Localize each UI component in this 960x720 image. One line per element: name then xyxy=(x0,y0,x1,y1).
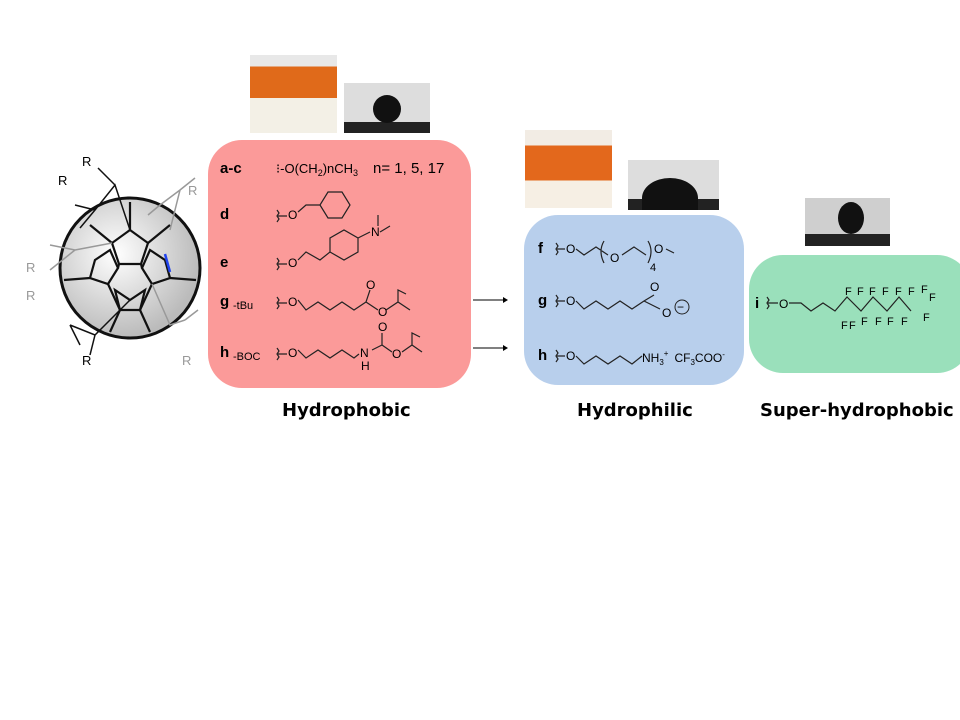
vial-photo-hydrophilic xyxy=(525,130,612,208)
compound-label: f xyxy=(538,240,544,257)
svg-text:F: F xyxy=(923,312,930,324)
r-group: R xyxy=(188,183,197,198)
contact-angle-photo-superhydrophobic xyxy=(805,198,890,246)
fullerene-structure: R R R R R R R xyxy=(26,154,202,368)
svg-text:NH3+CF3COO-: NH3+CF3COO- xyxy=(642,349,725,367)
compound-label: a-c xyxy=(220,160,242,177)
compound-label: g xyxy=(538,292,547,309)
svg-text:O: O xyxy=(378,320,387,334)
compound-label: h xyxy=(538,347,547,364)
svg-text:O: O xyxy=(288,295,297,309)
svg-text:F: F xyxy=(908,286,915,298)
contact-angle-photo-hydrophilic xyxy=(628,160,719,210)
svg-text:O: O xyxy=(566,349,575,363)
svg-text:O: O xyxy=(650,280,659,294)
svg-text:F: F xyxy=(895,286,902,298)
reaction-arrows xyxy=(473,297,508,351)
svg-text:F: F xyxy=(901,316,908,328)
svg-text:O: O xyxy=(288,256,297,270)
svg-text:F: F xyxy=(921,284,928,296)
svg-text:-tBu: -tBu xyxy=(233,300,253,312)
r-group: R xyxy=(82,353,91,368)
contact-angle-photo-hydrophobic xyxy=(344,83,430,133)
svg-text:H: H xyxy=(361,359,370,373)
hydrophobic-label: Hydrophobic xyxy=(282,400,411,421)
r-group: R xyxy=(58,173,67,188)
r-group: R xyxy=(82,154,91,169)
svg-text:F: F xyxy=(887,316,894,328)
svg-text:N: N xyxy=(371,225,380,239)
compound-label: d xyxy=(220,206,229,223)
r-group: R xyxy=(26,288,35,303)
svg-text:O: O xyxy=(566,294,575,308)
compound-label: i xyxy=(755,295,759,312)
svg-text:-BOC: -BOC xyxy=(233,351,261,363)
svg-text:O: O xyxy=(662,306,671,320)
svg-text:4: 4 xyxy=(650,262,656,274)
hydrophobic-structures: a-c ⁝-O(CH2)nCH3 n= 1, 5, 17 d O e O N g… xyxy=(220,160,444,373)
svg-text:O: O xyxy=(654,242,663,256)
svg-text:F: F xyxy=(882,286,889,298)
compound-label: e xyxy=(220,254,228,271)
svg-text:F: F xyxy=(875,316,882,328)
svg-text:⁝-O(CH2)nCH3: ⁝-O(CH2)nCH3 xyxy=(276,161,358,178)
hydrophilic-label: Hydrophilic xyxy=(577,400,693,421)
svg-text:N: N xyxy=(360,346,369,360)
r-group: R xyxy=(26,260,35,275)
superhydrophobic-label: Super-hydrophobic xyxy=(760,400,954,421)
compound-label: h xyxy=(220,344,229,361)
svg-text:O: O xyxy=(288,346,297,360)
svg-text:O: O xyxy=(779,297,788,311)
r-group: R xyxy=(182,353,191,368)
compound-label: g xyxy=(220,293,229,310)
svg-text:O: O xyxy=(366,278,375,292)
svg-text:F: F xyxy=(849,320,856,332)
vial-photo-hydrophobic xyxy=(250,55,337,133)
svg-text:F: F xyxy=(845,286,852,298)
hydrophilic-structures: f O O O 4 g O OO − h O NH3+CF3COO- xyxy=(538,240,725,367)
svg-text:O: O xyxy=(566,242,575,256)
svg-text:F: F xyxy=(857,286,864,298)
svg-text:F: F xyxy=(869,286,876,298)
svg-text:O: O xyxy=(288,208,297,222)
svg-text:F: F xyxy=(841,320,848,332)
svg-text:F: F xyxy=(929,292,936,304)
svg-text:O: O xyxy=(392,347,401,361)
n-values: n= 1, 5, 17 xyxy=(373,160,444,177)
svg-text:F: F xyxy=(861,316,868,328)
svg-text:O: O xyxy=(378,305,387,319)
hydrophobic-panel: a-c ⁝-O(CH2)nCH3 n= 1, 5, 17 d O e O N g… xyxy=(208,140,471,388)
svg-text:O: O xyxy=(610,251,619,265)
negative-charge: − xyxy=(677,300,684,314)
